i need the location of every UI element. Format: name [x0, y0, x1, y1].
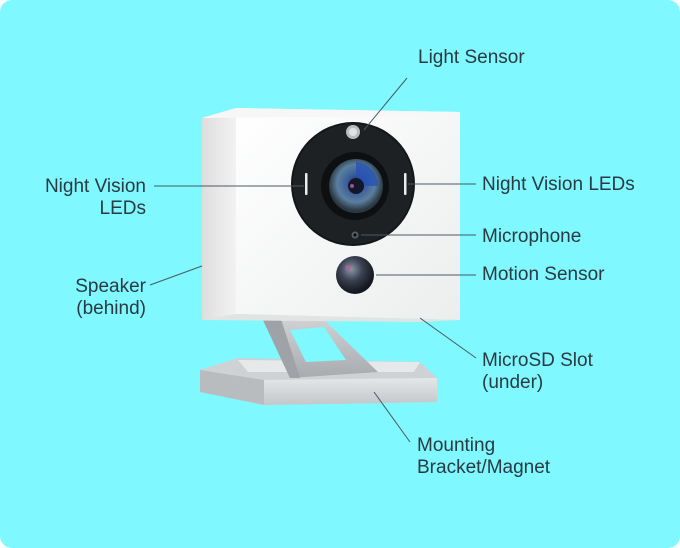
label-line: MicroSD Slot [482, 350, 593, 371]
label-line: Night Vision [44, 176, 146, 197]
callout-lines [149, 77, 477, 443]
label-night-vision-right: Night Vision LEDs [482, 174, 635, 195]
label-line: (behind) [76, 298, 146, 319]
lens-bezel [291, 122, 415, 294]
label-night-vision-left: Night Vision LEDs [22, 176, 146, 220]
mounting-bracket [200, 312, 437, 405]
label-line: (under) [482, 372, 544, 393]
label-microsd: MicroSD Slot (under) [482, 350, 593, 394]
label-line: Speaker [75, 276, 146, 297]
label-line: Mounting [417, 435, 496, 456]
ir-led-left [305, 173, 308, 195]
ir-led-right [404, 173, 407, 195]
label-mounting: Mounting Bracket/Magnet [417, 435, 550, 479]
label-motion-sensor: Motion Sensor [482, 264, 605, 285]
motion-sensor-dome [336, 256, 374, 294]
label-light-sensor: Light Sensor [418, 47, 525, 68]
label-line: Bracket/Magnet [417, 457, 551, 478]
label-line: LEDs [99, 198, 146, 219]
label-speaker: Speaker (behind) [22, 276, 146, 320]
label-microphone: Microphone [482, 226, 582, 247]
